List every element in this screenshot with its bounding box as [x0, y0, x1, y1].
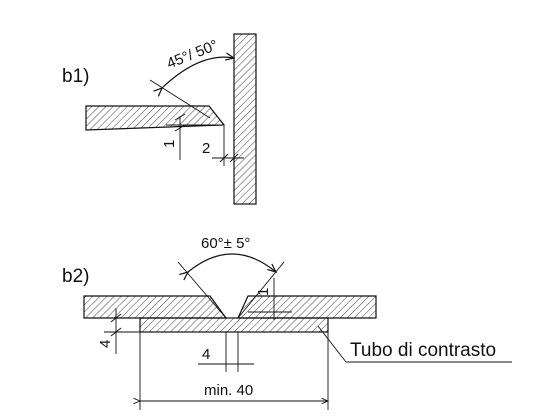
b2-dim4-tick-a — [110, 313, 122, 323]
b1-vertical-plate — [233, 33, 257, 205]
b1-dim2-tick-a — [219, 153, 229, 163]
b2-angle-text: 60°± 5° — [201, 235, 250, 252]
b1-angle-arc — [162, 57, 234, 88]
b2-angle-arc — [188, 253, 276, 272]
b2-min40-text: min. 40 — [204, 382, 253, 399]
backing-leader — [317, 325, 347, 363]
b1-angle-extension — [149, 79, 211, 119]
b2-dim4-tick-b — [110, 327, 122, 337]
b1-dim1-tick-b — [174, 124, 186, 132]
b1-dim2-tick-b — [229, 153, 239, 163]
b1-dim1-tick-a — [174, 113, 186, 121]
b2-right-plate — [237, 295, 377, 319]
b2-backing-strip — [139, 317, 329, 333]
backing-label: Tubo di contrasto — [350, 340, 496, 361]
b1-dim1-text: 1 — [161, 140, 178, 148]
label-b2: b2) — [62, 266, 89, 287]
b2-dim4-left-text: 4 — [97, 340, 114, 348]
b1-dim2-text: 2 — [202, 140, 210, 157]
b2-dim4-root-text: 4 — [202, 346, 210, 363]
b1-angle-text: 45°/ 50° — [164, 37, 220, 73]
label-b1: b1) — [62, 66, 89, 87]
b1-horizontal-plate — [85, 105, 226, 131]
b2-dim1-text: 1 — [255, 288, 272, 296]
b2-left-plate — [83, 295, 228, 319]
